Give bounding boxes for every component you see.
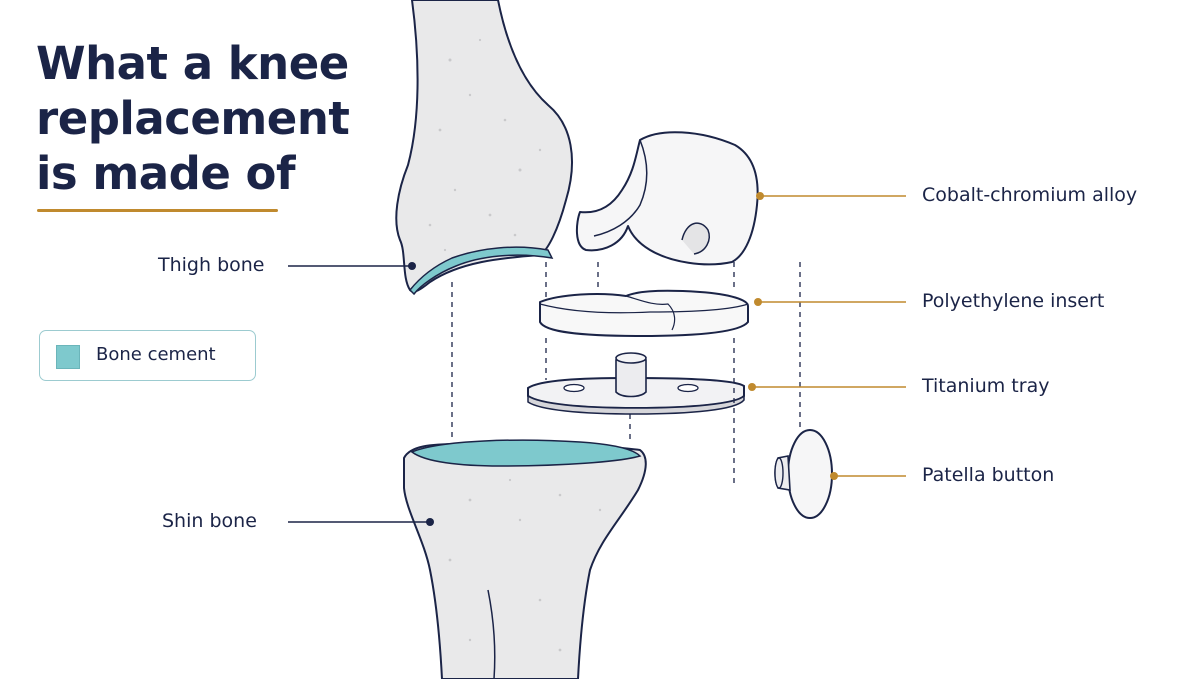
femoral-component <box>575 131 759 266</box>
label-thigh-bone: Thigh bone <box>158 254 265 276</box>
title-underline <box>37 209 278 212</box>
titanium-tray <box>527 352 745 415</box>
thigh-bone-marker <box>408 262 416 270</box>
label-patella-button: Patella button <box>922 464 1055 486</box>
shin-bone <box>403 439 647 679</box>
bone-cement-swatch <box>56 345 80 369</box>
label-polyethylene-insert: Polyethylene insert <box>922 290 1105 312</box>
label-shin-bone: Shin bone <box>162 510 257 532</box>
patella-button <box>774 429 833 519</box>
tray-marker <box>748 383 756 391</box>
cobalt-marker <box>756 192 764 200</box>
polyethylene-insert <box>539 289 749 337</box>
insert-marker <box>754 298 762 306</box>
right-leaders <box>752 195 906 477</box>
shin-bone-marker <box>426 518 434 526</box>
thigh-bone <box>395 0 573 296</box>
patella-marker <box>830 472 838 480</box>
legend: Bone cement <box>39 330 256 381</box>
page-title: What a knee replacement is made of <box>36 37 350 200</box>
label-cobalt-chromium: Cobalt-chromium alloy <box>922 184 1138 206</box>
left-leaders <box>288 265 428 523</box>
label-titanium-tray: Titanium tray <box>922 375 1050 397</box>
legend-bone-cement: Bone cement <box>96 344 216 365</box>
alignment-guides <box>451 262 801 484</box>
